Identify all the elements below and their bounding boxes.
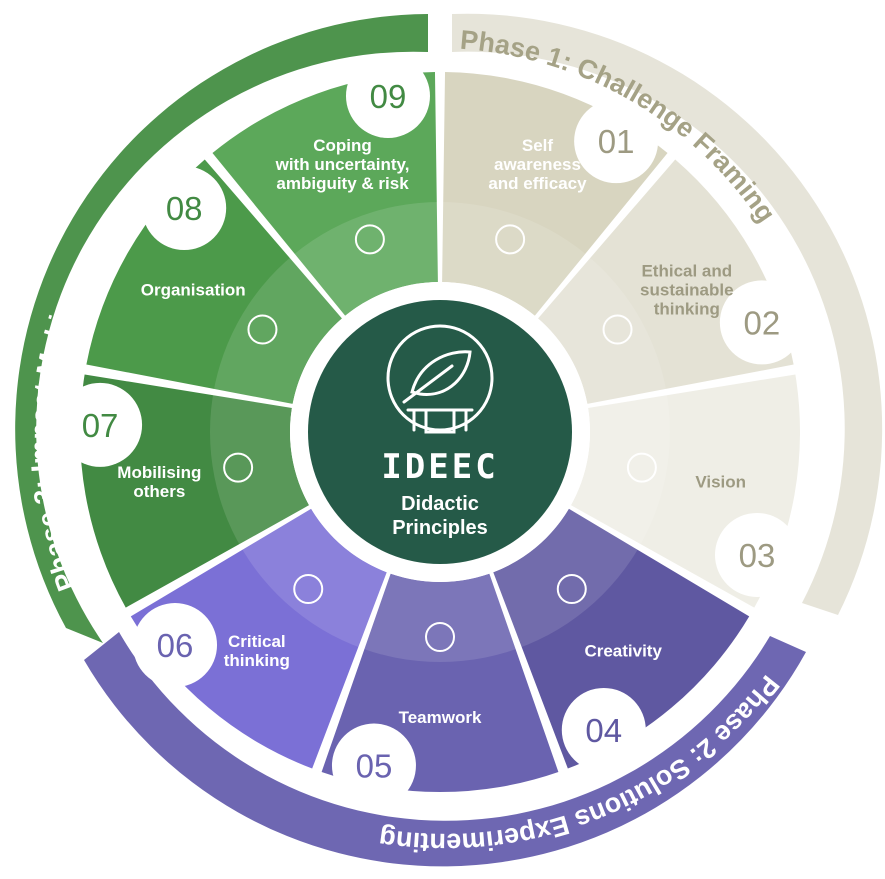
person-idea-icon (495, 224, 526, 255)
segment-01-label-line-2: awareness (494, 155, 581, 174)
segment-01-label-line-3: and efficacy (488, 174, 587, 193)
segment-09-number: 09 (370, 78, 407, 115)
brain-leaf-icon (602, 314, 633, 345)
segment-06-label-line-2: thinking (224, 651, 290, 670)
segment-05-number-bubble (331, 723, 416, 808)
segment-02-label-line-2: sustainable (640, 281, 734, 300)
brain-gear-icon (293, 574, 324, 605)
phase3-ring (15, 14, 428, 643)
segment-06-number: 06 (157, 627, 194, 664)
segment-01-number-bubble (574, 99, 659, 184)
segment-07-label-line-2: others (133, 482, 185, 501)
segment-06-number-bubble (133, 603, 218, 688)
segment-09-label-line-1: Coping (313, 136, 372, 155)
eye-icon (626, 452, 657, 483)
segment-01-number: 01 (598, 123, 635, 160)
segment-08-number: 08 (166, 190, 203, 227)
center-badge: IDEEC Didactic Principles (290, 282, 590, 582)
segment-03-label-line-1: Vision (695, 472, 746, 491)
center-subtitle-line1: Didactic (401, 493, 479, 515)
leaf-table-icon (386, 324, 494, 434)
phase2-ring (84, 632, 806, 867)
segment-03-number: 03 (739, 537, 776, 574)
segment-03-number-bubble (714, 512, 799, 597)
segment-05-label-line-1: Teamwork (399, 708, 482, 727)
center-title: IDEEC (381, 447, 498, 487)
segment-08-label-line-1: Organisation (141, 281, 246, 300)
segment-02-label-line-1: Ethical and (641, 262, 732, 281)
segment-01-label-line-1: Self (522, 136, 554, 155)
segment-05: 05 Teamwork (321, 573, 559, 808)
segment-04-label-line-1: Creativity (584, 641, 662, 660)
segment-05-number: 05 (356, 748, 393, 785)
phase-rings (15, 13, 883, 867)
segment-04-number: 04 (585, 712, 622, 749)
segment-03: 03 Vision (570, 374, 800, 608)
segment-07-number-bubble (58, 382, 143, 467)
segment-09-label-line-3: ambiguity & risk (276, 174, 409, 193)
segment-09-number-bubble (345, 54, 430, 139)
center-subtitle-line2: Principles (392, 517, 488, 539)
segment-09-label-line-2: with uncertainty, (275, 155, 410, 174)
team-icon (425, 622, 455, 652)
segment-04-number-bubble (561, 687, 646, 772)
segment-02-number-bubble (719, 280, 804, 365)
phase1-ring (452, 13, 883, 615)
segment-06-wedge (130, 508, 387, 769)
alert-check-icon (354, 224, 385, 255)
org-chart-icon (247, 314, 278, 345)
people-network-icon (223, 452, 254, 483)
segment-04: 04 Creativity (493, 508, 750, 772)
segment-08-number-bubble (142, 166, 227, 251)
segment-02-number: 02 (744, 304, 781, 341)
head-lightbulb-icon (556, 574, 587, 605)
segment-02-label-line-3: thinking (654, 300, 720, 319)
segment-07-label-line-1: Mobilising (117, 463, 201, 482)
segment-04-wedge (493, 508, 750, 769)
segment-06-label-line-1: Critical (228, 632, 286, 651)
segment-07-number: 07 (82, 407, 119, 444)
